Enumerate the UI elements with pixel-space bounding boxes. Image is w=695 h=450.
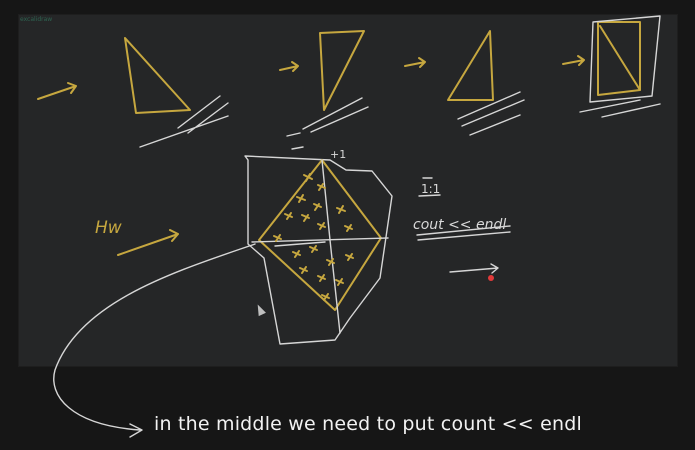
fraction-underline <box>418 194 441 197</box>
laser-pointer-dot <box>488 275 494 281</box>
horizontal-divider <box>251 237 389 243</box>
triangle-1 <box>124 37 191 114</box>
diamond <box>258 159 382 311</box>
triangle-2 <box>319 30 365 111</box>
hw-arrow <box>117 229 179 256</box>
hatch-3 <box>457 91 525 136</box>
fraction-mark: 1:1 <box>421 182 440 196</box>
right-notes: 1:1 cout << endl <box>413 177 511 281</box>
caption-text: in the middle we need to put count << en… <box>154 413 582 435</box>
hatch-2 <box>286 97 369 150</box>
caption-pointer-arrow <box>53 243 256 438</box>
diamond-figure: +1 <box>244 148 393 345</box>
hw-annotation: Hw <box>95 218 179 256</box>
sequence-row <box>37 15 661 150</box>
board-corner-label: excalidraw <box>20 16 53 23</box>
right-arrow <box>449 263 499 274</box>
arrow-3 <box>404 57 426 68</box>
outer-shape <box>244 155 393 345</box>
arrow-2 <box>279 61 299 72</box>
arrow-4 <box>562 55 585 66</box>
code-underline <box>416 225 511 241</box>
arrow-1 <box>37 82 77 100</box>
hw-label: Hw <box>95 218 122 238</box>
star-scribbles <box>273 173 354 301</box>
plus-one-mark: +1 <box>330 148 346 161</box>
square-4-frame <box>589 15 661 103</box>
hatch-4 <box>579 99 661 118</box>
hatch-1 <box>139 95 229 148</box>
whiteboard-canvas[interactable] <box>18 14 678 367</box>
inner-line <box>274 241 326 247</box>
square-4 <box>597 21 641 96</box>
triangle-3 <box>447 30 494 101</box>
